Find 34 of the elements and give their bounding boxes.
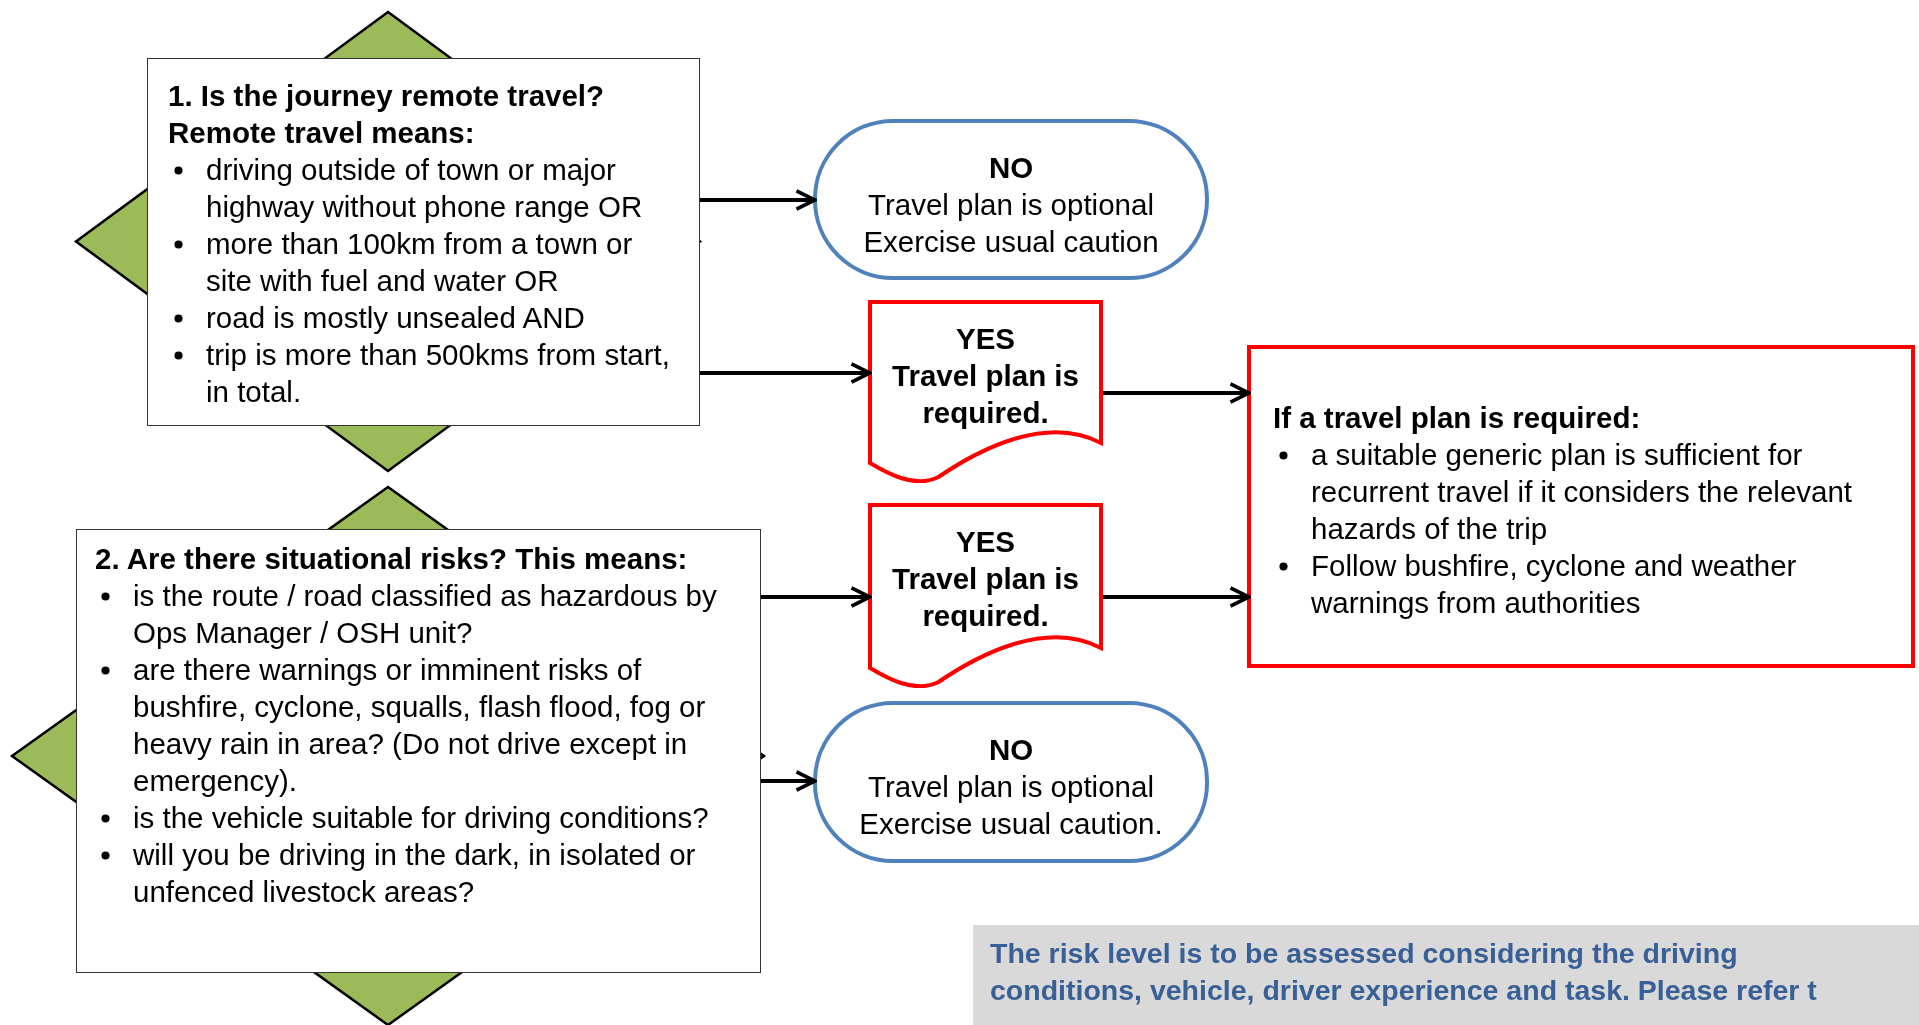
bullet-item: are there warnings or imminent risks of bushfire, cyclone, squalls, flash flood, fog or heavy rain in area? (Do not drive except in emergency). [133, 653, 706, 797]
outcome-title: YES [955, 321, 1016, 357]
question-box [76, 529, 761, 973]
outcome-text: Travel plan is required. [891, 561, 1080, 634]
outcome-text: Travel plan is required. [891, 358, 1080, 431]
bullet-item: will you be driving in the dark, in isolated or unfenced livestock areas? [133, 838, 696, 908]
outcome-title: NO [987, 150, 1035, 186]
outcome-text: Travel plan is optional [867, 769, 1155, 805]
outcome-document [868, 503, 1103, 688]
heading-text: If a travel plan is required: [1273, 400, 1642, 436]
arrow [700, 189, 817, 211]
outcome-document [868, 300, 1103, 483]
outcome-title: YES [955, 524, 1016, 560]
outcome-text: Exercise usual caution [862, 224, 1160, 260]
bullet-item: Follow bushfire, cyclone and weather warnings from authorities [1311, 549, 1797, 619]
arrow [700, 362, 872, 384]
requirement-box [1247, 345, 1915, 668]
outcome-text: Exercise usual caution. [858, 806, 1164, 842]
bullet-item: a suitable generic plan is sufficient for recurrent travel if it considers the relevant hazards of the trip [1311, 438, 1853, 545]
bullet-item: is the route / road classified as hazardous by Ops Manager / OSH unit? [133, 579, 717, 649]
arrow [1103, 382, 1251, 404]
arrow [761, 770, 817, 792]
heading-text: 1. Is the journey remote travel? [168, 78, 606, 114]
outcome-title: NO [987, 732, 1035, 768]
question-box [147, 58, 700, 426]
bullet-item: road is mostly unsealed AND [206, 301, 585, 334]
note-text: The risk level is to be assessed considering the driving conditions, vehicle, driver experience and task. Please refer t [990, 936, 1818, 1008]
heading-text: 2. Are there situational risks? This means: [95, 541, 689, 577]
arrow [1103, 586, 1251, 608]
arrow [761, 586, 872, 608]
heading-text: Remote travel means: [168, 115, 476, 151]
bullet-item: trip is more than 500kms from start, in total. [206, 338, 670, 408]
bullet-item: is the vehicle suitable for driving conditions? [133, 801, 709, 834]
outcome-text: Travel plan is optional [867, 187, 1155, 223]
